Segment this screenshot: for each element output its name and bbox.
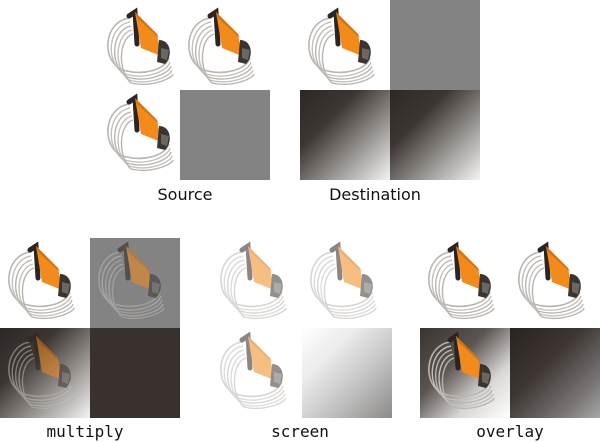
- pastry-cutter-icon: [420, 238, 510, 328]
- pastry-cutter-icon: [212, 238, 302, 328]
- multiply-tile-3: [0, 328, 90, 418]
- destination-label: Destination: [329, 185, 421, 204]
- screen-tile-4: [302, 328, 392, 418]
- screen-tile-3: [212, 328, 302, 418]
- multiply-tile-1: [0, 238, 90, 328]
- overlay-tile-1: [420, 238, 510, 328]
- pastry-cutter-icon: [99, 4, 189, 94]
- source-tile-gray: [180, 90, 270, 180]
- overlay-tile-3: [420, 328, 510, 418]
- pastry-cutter-icon: [212, 328, 302, 418]
- pastry-cutter-icon: [420, 328, 510, 418]
- source-tile-3: [99, 90, 189, 180]
- pastry-cutter-icon: [0, 328, 90, 418]
- destination-tile-gray: [390, 0, 480, 90]
- destination-tile-gradient-1: [300, 90, 390, 180]
- multiply-label: multiply: [46, 422, 124, 441]
- pastry-cutter-icon: [302, 238, 392, 328]
- source-label: Source: [157, 185, 213, 204]
- pastry-cutter-icon: [90, 238, 180, 328]
- screen-tile-1: [212, 238, 302, 328]
- pastry-cutter-icon: [180, 4, 270, 94]
- pastry-cutter-icon: [510, 238, 600, 328]
- pastry-cutter-icon: [99, 90, 189, 180]
- screen-tile-2: [302, 238, 392, 328]
- multiply-tile-4: [90, 328, 180, 418]
- destination-tile-gradient-2: [390, 90, 480, 180]
- overlay-tile-4: [510, 328, 600, 418]
- pastry-cutter-icon: [300, 4, 390, 94]
- destination-tile-1: [300, 4, 390, 94]
- multiply-tile-2: [90, 238, 180, 328]
- source-tile-2: [180, 4, 270, 94]
- overlay-tile-2: [510, 238, 600, 328]
- source-tile-1: [99, 4, 189, 94]
- pastry-cutter-icon: [0, 238, 90, 328]
- overlay-label: overlay: [476, 422, 544, 441]
- screen-label: screen: [271, 422, 329, 441]
